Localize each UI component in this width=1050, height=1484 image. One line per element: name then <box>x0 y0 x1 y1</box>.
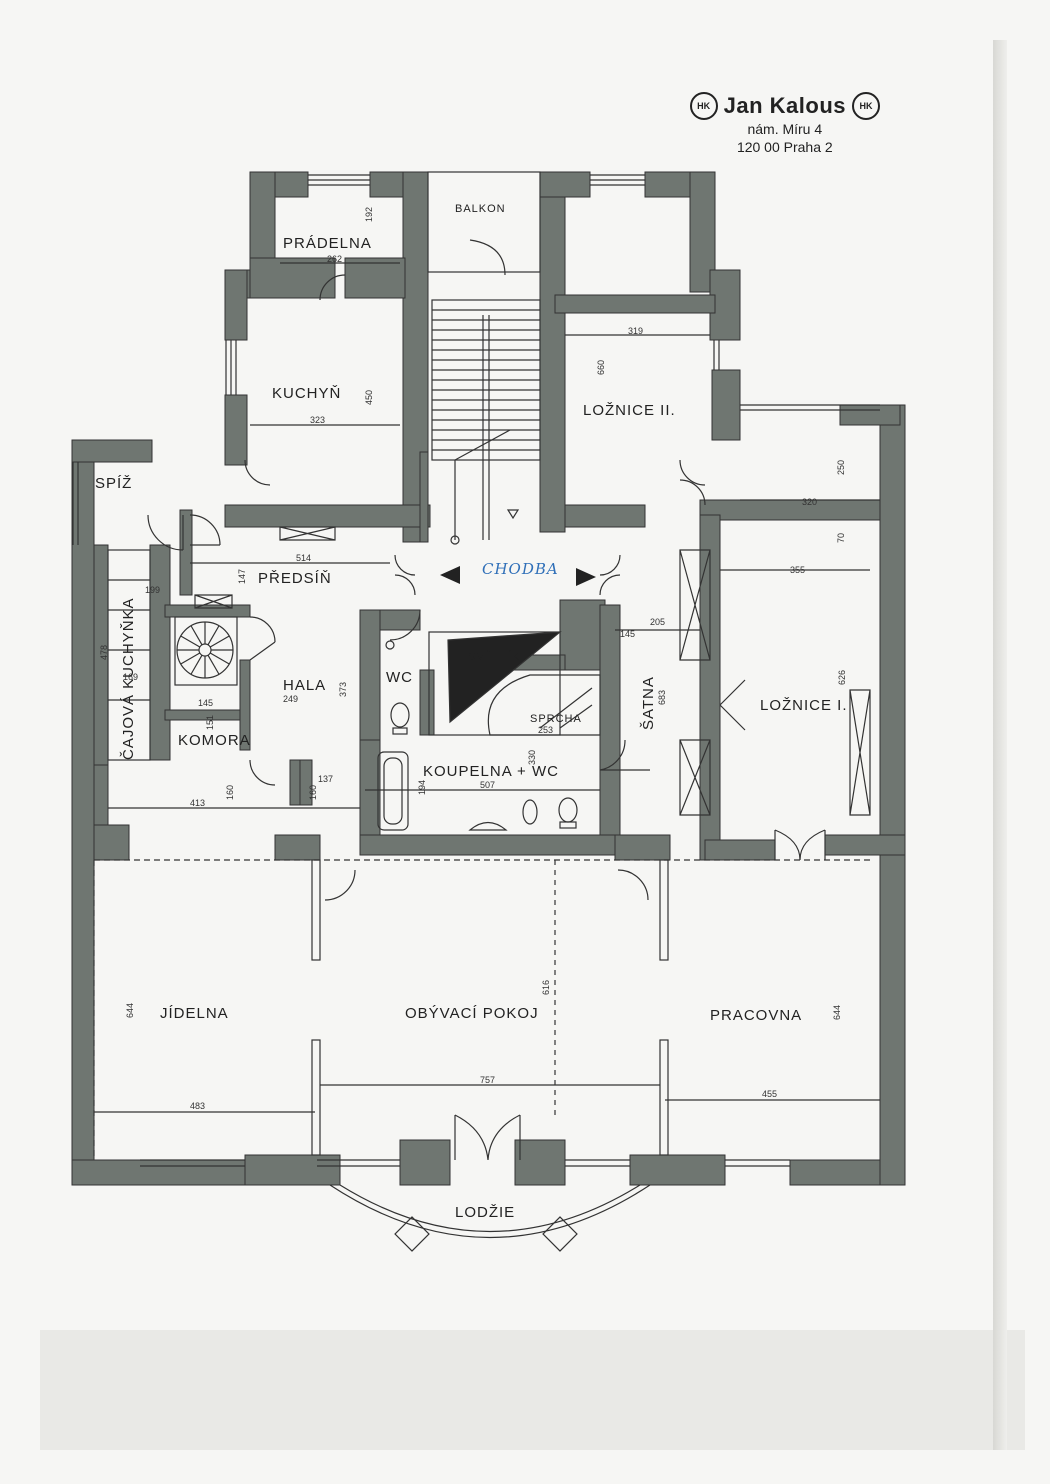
corridor-arrows <box>440 566 596 586</box>
scan-shadow <box>40 1330 1025 1450</box>
room-label-wc: WC <box>386 669 413 686</box>
dim-label: 194 <box>417 780 427 795</box>
dim-label: 483 <box>190 1101 205 1111</box>
room-label-chodba: CHODBA <box>482 560 559 578</box>
room-label-satna: ŠATNA <box>640 676 657 730</box>
dim-label: 757 <box>480 1075 495 1085</box>
room-label-balkon: BALKON <box>455 203 506 215</box>
dim-label: 616 <box>541 980 551 995</box>
dim-label: 355 <box>790 565 805 575</box>
dim-label: 199 <box>145 585 160 595</box>
room-label-cajova: ČAJOVÁ KUCHYŇKA <box>120 597 137 760</box>
dim-label: 644 <box>125 1003 135 1018</box>
dim-label: 70 <box>836 533 846 543</box>
walls <box>71 171 906 1186</box>
room-label-hala: HALA <box>283 677 326 694</box>
dim-label: 319 <box>628 326 643 336</box>
company-logo: HK <box>689 92 718 120</box>
room-label-koupelna: KOUPELNA + WC <box>423 763 559 780</box>
spiral-tread <box>180 652 201 665</box>
dim-label: 450 <box>364 390 374 405</box>
dim-label: 514 <box>296 553 311 563</box>
room-label-loznice2: LOŽNICE II. <box>583 402 676 419</box>
dim-label: 320 <box>802 497 817 507</box>
dim-label: 160 <box>225 785 235 800</box>
dim-label: 250 <box>836 460 846 475</box>
dim-label: 373 <box>338 682 348 697</box>
room-label-lodzie: LODŽIE <box>455 1204 515 1221</box>
spiral-tread <box>209 635 230 648</box>
logo-row: HK Jan Kalous HK <box>689 92 880 120</box>
dim-label: 507 <box>480 780 495 790</box>
dim-label: 478 <box>99 645 109 660</box>
dim-label: 413 <box>190 798 205 808</box>
company-name: Jan Kalous <box>723 93 846 118</box>
company-header: HK Jan Kalous HK nám. Míru 4 120 00 Prah… <box>689 92 880 156</box>
dim-label: 147 <box>237 569 247 584</box>
dim-label: 160 <box>308 785 318 800</box>
arrow-left-icon <box>440 566 460 584</box>
spiral-tread <box>190 625 203 646</box>
room-label-jidelna: JÍDELNA <box>160 1005 229 1022</box>
spiral-tread <box>207 625 220 646</box>
dim-label: 145 <box>620 629 635 639</box>
dim-label: 145 <box>198 698 213 708</box>
company-street: nám. Míru 4 <box>747 121 823 137</box>
room-labels: BALKON PRÁDELNA KUCHYŇ SPÍŽ LOŽNICE II. … <box>95 203 848 1221</box>
room-label-kuchyn: KUCHYŇ <box>272 385 341 402</box>
arrow-right-icon <box>576 568 596 586</box>
room-label-pradelna: PRÁDELNA <box>283 235 372 252</box>
dim-label: 626 <box>837 670 847 685</box>
room-label-komora: KOMORA <box>178 732 251 749</box>
fixtures <box>72 171 880 1252</box>
room-label-spiz: SPÍŽ <box>95 475 132 492</box>
dim-label: 205 <box>650 617 665 627</box>
dim-label: 323 <box>310 415 325 425</box>
dim-label: 169 <box>123 672 138 682</box>
dim-label: 192 <box>364 207 374 222</box>
dim-label: 644 <box>832 1005 842 1020</box>
dim-label: 330 <box>527 750 537 765</box>
dim-label: 455 <box>762 1089 777 1099</box>
dim-label: 137 <box>318 774 333 784</box>
room-label-svetlik: SVĚTLÍK <box>468 650 520 663</box>
room-label-obyvaci: OBÝVACÍ POKOJ <box>405 1005 539 1022</box>
dim-label: 151 <box>205 715 215 730</box>
page-edge <box>993 40 1007 1450</box>
spiral-tread <box>180 635 201 648</box>
dim-label: 249 <box>283 694 298 704</box>
dim-label: 683 <box>657 690 667 705</box>
company-city: 120 00 Praha 2 <box>736 139 833 155</box>
spiral-tread <box>190 654 203 675</box>
dimension-labels: 192 262 450 323 660 319 250 320 70 514 1… <box>99 207 847 1111</box>
room-label-sprcha: SPRCHA <box>530 713 582 725</box>
room-label-pracovna: PRACOVNA <box>710 1007 802 1024</box>
spiral-tread <box>207 654 220 675</box>
room-label-loznice1: LOŽNICE I. <box>760 697 848 714</box>
room-label-predsin: PŘEDSÍŇ <box>258 570 332 587</box>
dim-label: 660 <box>596 360 606 375</box>
dim-label: 253 <box>538 725 553 735</box>
spiral-tread <box>209 652 230 665</box>
dim-label: 262 <box>327 254 342 264</box>
company-logo: HK <box>852 92 880 120</box>
